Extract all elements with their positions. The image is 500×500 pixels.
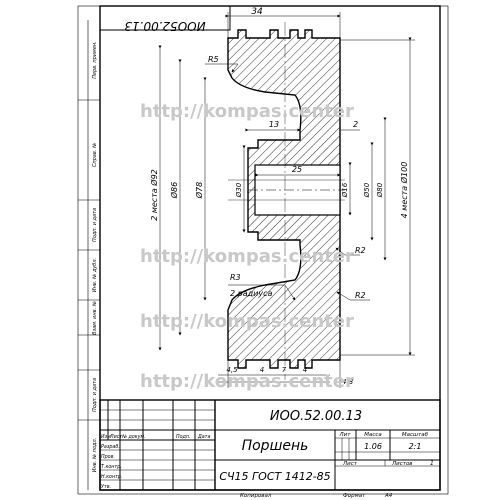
mass-value: 1.06 bbox=[364, 442, 382, 451]
dim-bottom-7: 7 bbox=[282, 366, 287, 374]
side-label: Инв. № подл. bbox=[92, 438, 98, 473]
rev-col: Лист bbox=[109, 434, 122, 440]
watermarks: http://kompas.center http://kompas.cente… bbox=[140, 101, 354, 392]
dim-r5: R5 bbox=[208, 55, 219, 64]
dim-50: Ø50 bbox=[363, 182, 371, 198]
side-label: Справ. № bbox=[92, 143, 98, 167]
dim-r2-lower: R2 bbox=[355, 291, 366, 300]
dim-r3: R3 bbox=[230, 273, 241, 282]
sheets-count: 1 bbox=[430, 460, 434, 467]
dim-r2-upper: R2 bbox=[355, 246, 366, 255]
scale-value: 2:1 bbox=[409, 442, 422, 451]
role-label: Пров. bbox=[101, 454, 115, 460]
title-block-text: ИОО.52.00.13 Поршень СЧ15 ГОСТ 1412-85 Л… bbox=[101, 409, 434, 499]
watermark: http://kompas.center bbox=[140, 246, 354, 267]
role-label: Т.контр. bbox=[101, 464, 122, 470]
format-value: A4 bbox=[384, 493, 393, 499]
dim-bottom-45: 4,5 bbox=[226, 366, 238, 374]
scale-header: Масштаб bbox=[402, 432, 429, 438]
dim-86: Ø86 bbox=[169, 182, 179, 199]
side-label: Подп. и дата bbox=[92, 378, 98, 412]
role-label: Утв. bbox=[101, 484, 111, 490]
dim-78: Ø78 bbox=[194, 182, 204, 199]
dim-25: 25 bbox=[292, 165, 302, 174]
dim-13: 13 bbox=[269, 120, 279, 129]
dim-2: 2 bbox=[353, 120, 358, 129]
sheets-label: Листов bbox=[391, 461, 413, 467]
side-label: Подп. и дата bbox=[92, 208, 98, 242]
side-label: Инв. № дубл. bbox=[92, 258, 98, 292]
rev-col: Подп. bbox=[176, 434, 191, 440]
title-block bbox=[99, 399, 441, 491]
dim-30: Ø30 bbox=[235, 182, 243, 198]
watermark: http://kompas.center bbox=[140, 311, 354, 332]
watermark: http://kompas.center bbox=[140, 101, 354, 122]
designation: ИОО.52.00.13 bbox=[270, 409, 362, 424]
piston-section bbox=[227, 22, 345, 380]
dim-bottom-4a: 4 bbox=[260, 366, 264, 374]
mass-header: Масса bbox=[364, 432, 382, 438]
rev-col: Дата bbox=[197, 434, 210, 440]
dim-80: Ø80 bbox=[376, 182, 384, 198]
side-label: Взам. инв. № bbox=[92, 301, 98, 335]
dim-r3-note: 2 радиуса bbox=[230, 289, 272, 298]
dim-16: Ø16 bbox=[341, 182, 349, 198]
side-strip: Перв. примен. Справ. № Подп. и дата Инв.… bbox=[78, 20, 100, 490]
role-label: Н.контр. bbox=[101, 474, 122, 480]
sheet-label: Лист bbox=[342, 461, 358, 467]
material: СЧ15 ГОСТ 1412-85 bbox=[219, 470, 330, 483]
dimension-labels: 34 R5 13 2 25 2 места Ø92 Ø86 Ø78 Ø30 Ø1… bbox=[149, 7, 409, 386]
dim-top-width: 34 bbox=[251, 7, 263, 17]
part-name: Поршень bbox=[242, 438, 309, 454]
format-label: Формат bbox=[343, 493, 366, 499]
dim-100: 4 места Ø100 bbox=[399, 162, 409, 219]
top-designation-box bbox=[99, 5, 231, 31]
side-label: Перв. примен. bbox=[92, 41, 98, 79]
dim-bottom-4b: 4 bbox=[303, 366, 307, 374]
rev-col: Изм bbox=[101, 434, 111, 440]
watermark: http://kompas.center bbox=[140, 371, 354, 392]
rev-col: № докум. bbox=[121, 434, 146, 440]
dim-bottom-48: 4,8 bbox=[342, 378, 354, 386]
top-designation: ИОО52.00.13 bbox=[124, 19, 205, 33]
dim-92: 2 места Ø92 bbox=[149, 169, 159, 221]
role-label: Разраб. bbox=[101, 444, 120, 450]
copied-label: Копировал bbox=[240, 493, 272, 499]
dimensions bbox=[158, 12, 415, 388]
litera-header: Лит bbox=[339, 432, 352, 438]
